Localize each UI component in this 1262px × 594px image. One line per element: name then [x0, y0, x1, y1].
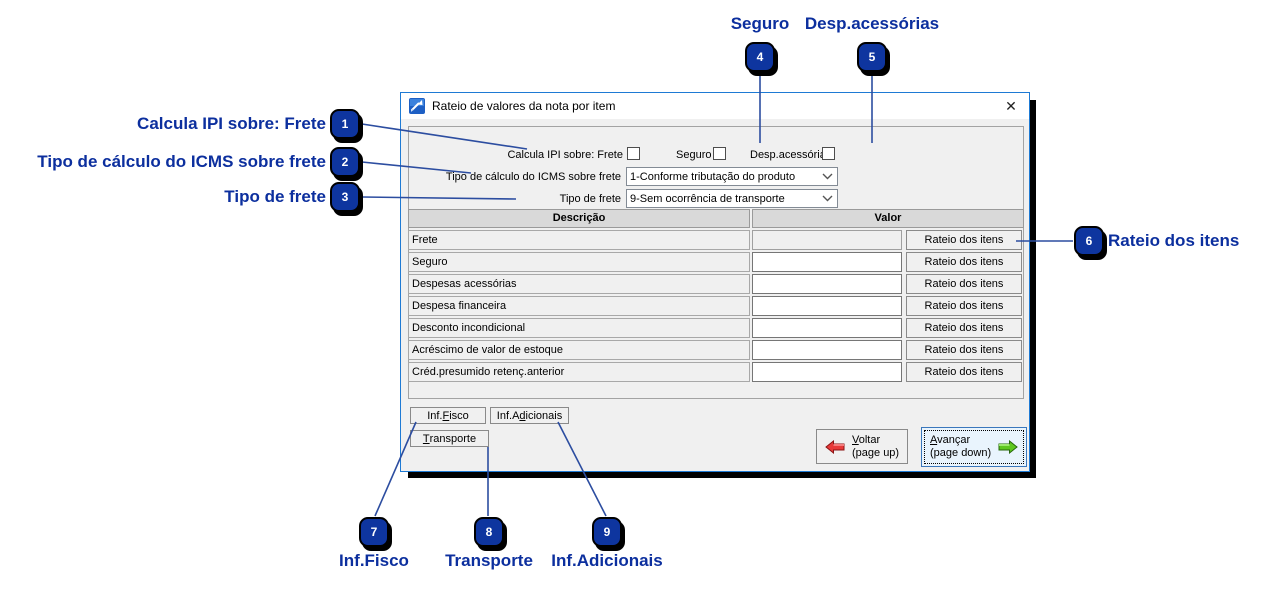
desp-acessorias-checkbox[interactable] [822, 147, 835, 160]
table-row: Despesas acessórias Rateio dos itens [408, 274, 1024, 294]
arrow-left-icon [825, 439, 845, 454]
row-value-input[interactable] [752, 340, 902, 360]
seguro-checkbox[interactable] [713, 147, 726, 160]
row-description: Desconto incondicional [408, 318, 750, 338]
row-description: Frete [408, 230, 750, 250]
inf-fisco-button-label: Inf. [427, 409, 443, 422]
annotation-badge-1: 1 [330, 109, 360, 139]
rateio-dos-itens-button[interactable]: Rateio dos itens [906, 230, 1022, 250]
row-value-input[interactable] [752, 296, 902, 316]
annotation-label-4: Seguro [730, 14, 790, 33]
header-valor: Valor [752, 209, 1024, 228]
row-value-input[interactable] [752, 362, 902, 382]
frete-checkbox[interactable] [627, 147, 640, 160]
inf-adicionais-accel: d [519, 409, 526, 422]
annotation-badge-5: 5 [857, 42, 887, 72]
rateio-dos-itens-button[interactable]: Rateio dos itens [906, 296, 1022, 316]
table-row: Créd.presumido retenç.anterior Rateio dos… [408, 362, 1024, 382]
avancar-button[interactable]: Avançar (page down) [921, 427, 1027, 467]
inf-fisco-rest: isco [449, 409, 469, 422]
tipo-frete-value: 9-Sem ocorrência de transporte [630, 192, 785, 205]
transporte-accel: T [422, 432, 430, 445]
inf-adicionais-rest: icionais [525, 409, 563, 422]
annotation-badge-9: 9 [592, 517, 622, 547]
annotation-badge-6: 6 [1074, 226, 1104, 256]
annotation-label-3: Tipo de frete [224, 187, 326, 206]
dialog-titlebar: Rateio de valores da nota por item ✕ [401, 93, 1029, 119]
tipo-calculo-icms-label: Tipo de cálculo do ICMS sobre frete [445, 171, 621, 183]
header-descricao: Descrição [408, 209, 750, 228]
table-row: Seguro Rateio dos itens [408, 252, 1024, 272]
row-description: Créd.presumido retenç.anterior [408, 362, 750, 382]
transporte-rest: ransporte [429, 432, 477, 445]
rateio-dos-itens-button[interactable]: Rateio dos itens [906, 340, 1022, 360]
annotation-label-1: Calcula IPI sobre: Frete [137, 114, 326, 133]
app-window-icon [409, 98, 425, 114]
rateio-dos-itens-button[interactable]: Rateio dos itens [906, 274, 1022, 294]
table-row: Acréscimo de valor de estoque Rateio dos … [408, 340, 1024, 360]
annotation-badge-3: 3 [330, 182, 360, 212]
voltar-button-label: Voltar (page up) [852, 433, 900, 459]
voltar-button[interactable]: Voltar (page up) [816, 429, 908, 464]
chevron-down-icon [822, 173, 833, 180]
annotation-badge-7: 7 [359, 517, 389, 547]
rateio-dos-itens-button[interactable]: Rateio dos itens [906, 362, 1022, 382]
table-row: Desconto incondicional Rateio dos itens [408, 318, 1024, 338]
table-row: Despesa financeira Rateio dos itens [408, 296, 1024, 316]
row-description: Despesas acessórias [408, 274, 750, 294]
row-description: Seguro [408, 252, 750, 272]
avancar-button-label: Avançar (page down) [930, 434, 992, 459]
arrow-right-icon [998, 440, 1018, 454]
tipo-frete-label: Tipo de frete [559, 193, 621, 205]
row-description: Despesa financeira [408, 296, 750, 316]
annotation-label-5: Desp.acessórias [804, 14, 940, 33]
row-value-input[interactable] [752, 318, 902, 338]
chevron-down-icon [822, 195, 833, 202]
tipo-calculo-icms-select[interactable]: 1-Conforme tributação do produto [626, 167, 838, 186]
tipo-frete-select[interactable]: 9-Sem ocorrência de transporte [626, 189, 838, 208]
desp-acessorias-label: Desp.acessórias [750, 149, 832, 161]
calcula-ipi-label: Calcula IPI sobre: Frete [507, 149, 623, 161]
rateio-dos-itens-button[interactable]: Rateio dos itens [906, 252, 1022, 272]
annotation-badge-2: 2 [330, 147, 360, 177]
window-title: Rateio de valores da nota por item [432, 99, 616, 113]
seguro-label: Seguro [676, 149, 712, 161]
annotation-label-8: Transporte [445, 551, 533, 570]
inf-adicionais-button-label: Inf.A [496, 409, 520, 422]
annotation-badge-8: 8 [474, 517, 504, 547]
table-header-row: Descrição Valor [408, 209, 1024, 228]
annotation-label-9: Inf.Adicionais [551, 551, 663, 570]
inf-fisco-accel: F [442, 409, 450, 422]
annotation-label-2: Tipo de cálculo do ICMS sobre frete [37, 152, 326, 171]
annotation-label-7: Inf.Fisco [339, 551, 409, 570]
close-icon[interactable]: ✕ [1005, 97, 1017, 114]
annotation-label-6: Rateio dos itens [1108, 231, 1240, 250]
table-row: Frete Rateio dos itens [408, 230, 1024, 250]
rateio-dialog-window: Rateio de valores da nota por item ✕ Cal… [400, 92, 1030, 472]
row-description: Acréscimo de valor de estoque [408, 340, 750, 360]
annotation-badge-4: 4 [745, 42, 775, 72]
tipo-calculo-icms-value: 1-Conforme tributação do produto [630, 170, 796, 183]
row-value-input[interactable] [752, 230, 902, 250]
row-value-input[interactable] [752, 274, 902, 294]
row-value-input[interactable] [752, 252, 902, 272]
rateio-dos-itens-button[interactable]: Rateio dos itens [906, 318, 1022, 338]
